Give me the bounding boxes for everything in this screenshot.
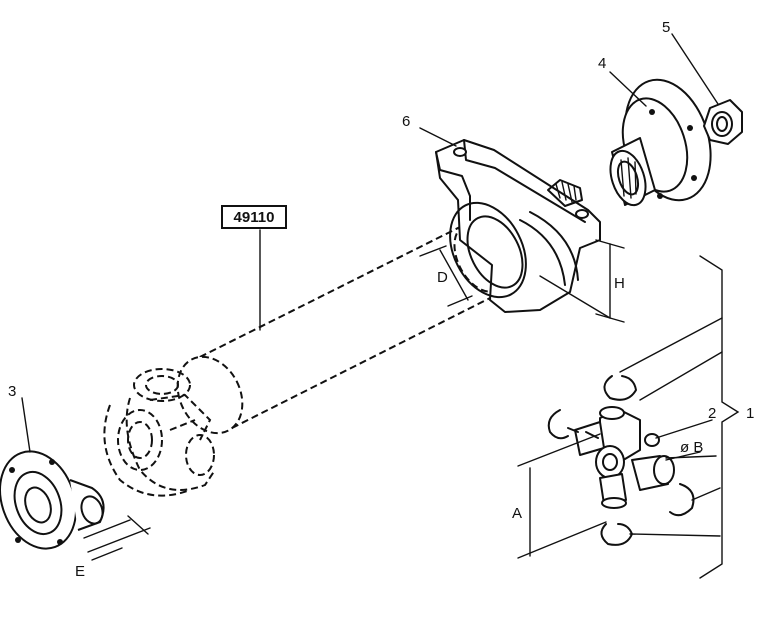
item-6-label: 6 (402, 113, 410, 130)
dim-h-label: H (614, 275, 625, 292)
leader-lines (21, 33, 740, 579)
item-2-label: 2 (708, 405, 716, 422)
flange-icon (609, 78, 712, 207)
dim-a-label: A (512, 505, 522, 522)
flange-icon (0, 450, 105, 550)
circlip-icon (547, 375, 695, 546)
part-ref-label: 49110 (234, 209, 275, 226)
dimension-lines (83, 239, 717, 561)
nut-icon (703, 99, 743, 145)
item-4-label: 4 (598, 55, 606, 72)
item-1-label: 1 (746, 405, 754, 422)
dim-b-label: ø B (680, 439, 703, 456)
dim-e-label: E (75, 563, 85, 580)
item-5-label: 5 (662, 19, 670, 36)
dim-d-label: D (437, 269, 448, 286)
universal-joint-icon (567, 406, 675, 509)
part-ref-box (221, 205, 287, 229)
shaft-icon (103, 221, 507, 497)
bearing-icon (435, 139, 601, 313)
item-3-label: 3 (8, 383, 16, 400)
